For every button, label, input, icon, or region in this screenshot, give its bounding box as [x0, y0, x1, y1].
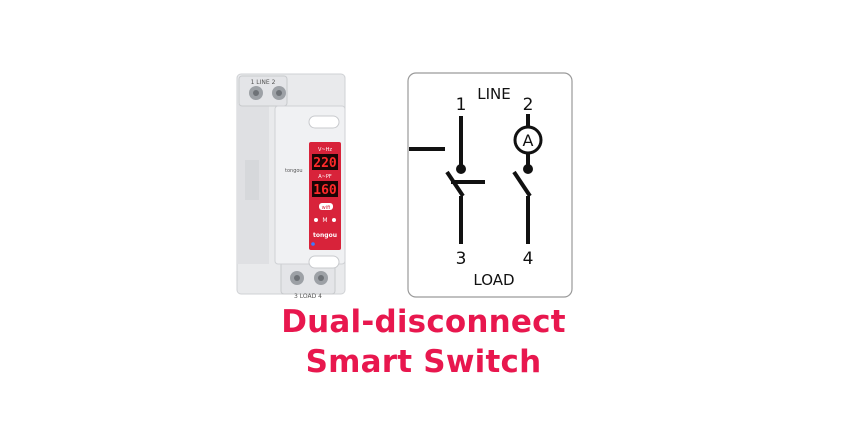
- headline-line-1: Dual-disconnect: [281, 304, 566, 340]
- wiring-schematic: LINE 1 2 A 3 4 LOAD: [407, 72, 573, 298]
- side-brand-label: tongou: [285, 168, 303, 174]
- left-arrow-button-icon: [314, 218, 318, 222]
- headline: Dual-disconnect Smart Switch: [0, 302, 847, 382]
- terminal-3-label: 3: [456, 249, 467, 269]
- voltage-display: 220: [313, 156, 337, 171]
- right-arrow-button-icon: [332, 218, 336, 222]
- terminal-2-label: 2: [523, 95, 534, 115]
- voltage-header: V~Hz: [318, 147, 332, 153]
- panel-brand-label: tongou: [313, 232, 337, 239]
- load-label: LOAD: [473, 271, 514, 289]
- ammeter-symbol: A: [523, 131, 534, 150]
- terminal-4-label: 4: [523, 249, 534, 269]
- terminal-1-label: 1: [456, 95, 467, 115]
- device-terminal-top-label: 1 LINE 2: [251, 79, 276, 86]
- status-led-icon: [311, 242, 315, 246]
- wifi-badge-icon: [319, 203, 333, 210]
- din-rail-smart-switch-image: 1 LINE 2 3 LOAD 4 tongou V~Hz 220 A~PF 1…: [236, 73, 346, 300]
- mode-button-label: M: [322, 217, 327, 224]
- current-header: A~PF: [318, 174, 332, 180]
- schematic-frame: [407, 72, 573, 298]
- wifi-badge-label: wifi: [322, 205, 331, 211]
- device-terminal-bottom-label: 3 LOAD 4: [294, 293, 322, 300]
- headline-line-2: Smart Switch: [305, 344, 542, 380]
- current-display: 160: [313, 183, 337, 198]
- line-label: LINE: [477, 85, 510, 103]
